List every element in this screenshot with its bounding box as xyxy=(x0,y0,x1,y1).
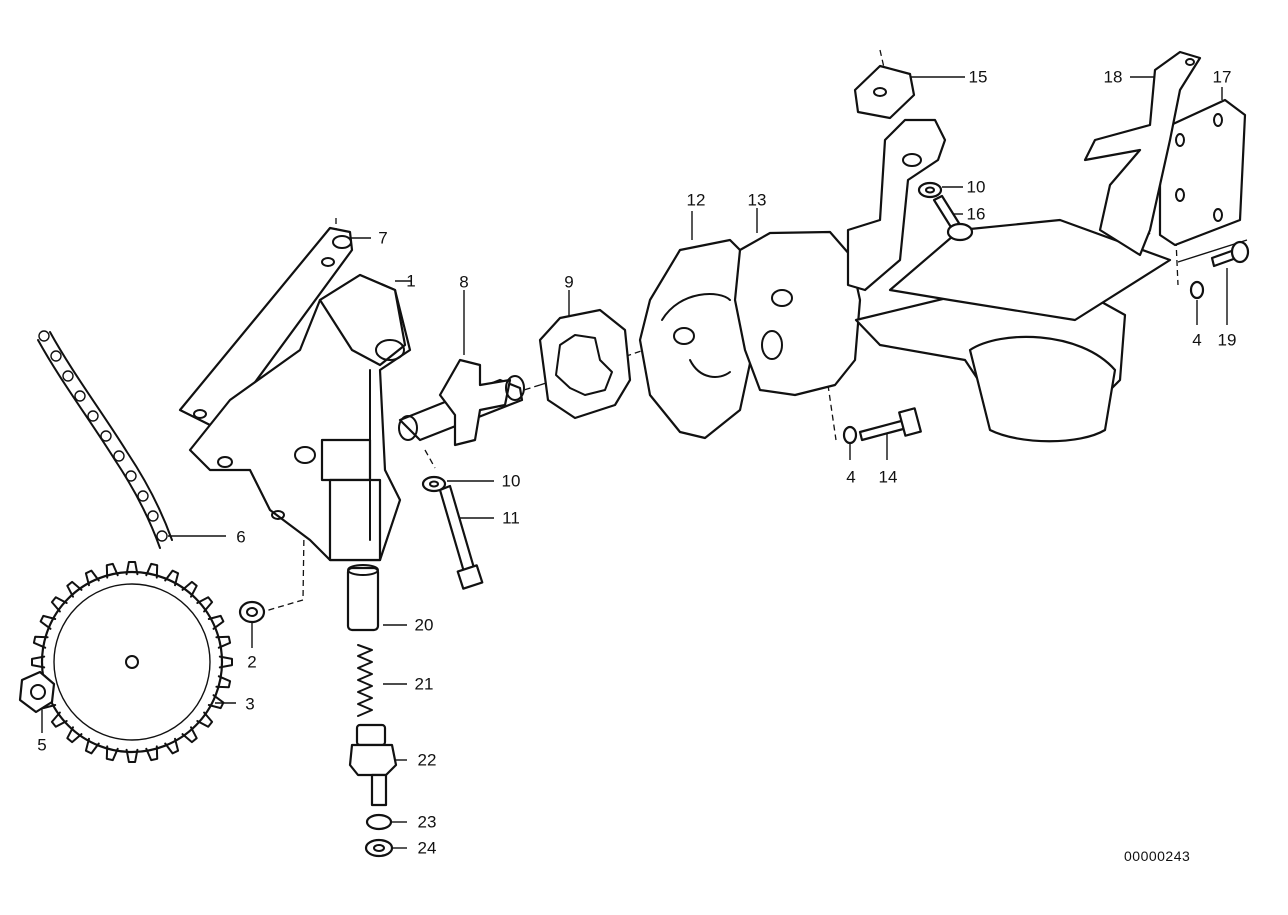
sprocket-tooth xyxy=(145,562,159,579)
callout-10-upper: 10 xyxy=(966,177,986,197)
callout-8: 8 xyxy=(459,272,469,292)
relief-valve-piston xyxy=(346,564,380,632)
callout-14: 14 xyxy=(878,467,898,487)
bolt-11 xyxy=(438,484,484,590)
sprocket-tooth xyxy=(105,562,119,579)
callout-7: 7 xyxy=(378,228,388,248)
flange xyxy=(853,64,916,120)
sprocket-tooth xyxy=(32,635,49,649)
sprocket-tooth xyxy=(196,711,214,728)
callout-4-right: 4 xyxy=(1192,330,1202,350)
sprocket xyxy=(31,561,233,763)
sprocket-tooth xyxy=(181,726,198,744)
callout-3: 3 xyxy=(245,694,255,714)
outer-rotor xyxy=(538,308,632,420)
bolt-16 xyxy=(932,194,974,242)
bolt-19 xyxy=(1210,240,1250,268)
inner-rotor-shaft xyxy=(398,358,525,447)
sprocket-tooth xyxy=(164,737,180,755)
sprocket-tooth xyxy=(84,569,100,587)
callout-5: 5 xyxy=(37,735,47,755)
callout-22: 22 xyxy=(417,750,437,770)
washer xyxy=(238,600,266,624)
washer-10-lower xyxy=(421,475,447,493)
bracket-17 xyxy=(1158,98,1247,247)
callout-12: 12 xyxy=(686,190,706,210)
diagram-reference-number: 00000243 xyxy=(1124,848,1191,864)
callout-1: 1 xyxy=(406,271,416,291)
bracket-18 xyxy=(1083,50,1202,257)
sprocket-tooth xyxy=(125,748,139,763)
nut xyxy=(18,670,56,714)
callout-19: 19 xyxy=(1217,330,1237,350)
callout-13: 13 xyxy=(747,190,767,210)
callout-11: 11 xyxy=(502,508,520,528)
sprocket-tooth xyxy=(207,614,225,630)
bolt-14 xyxy=(858,407,922,442)
sprocket-tooth xyxy=(164,569,180,587)
callout-16: 16 xyxy=(966,204,986,224)
callout-23: 23 xyxy=(417,812,437,832)
callout-9: 9 xyxy=(564,272,574,292)
oil-pickup-strainer xyxy=(846,118,1172,443)
pump-cover xyxy=(733,230,862,397)
callout-21: 21 xyxy=(414,674,434,694)
washer-4-right xyxy=(1189,280,1205,300)
timing-chain xyxy=(37,330,173,549)
callout-4-left: 4 xyxy=(846,467,856,487)
sprocket-tooth xyxy=(215,635,232,649)
callout-20: 20 xyxy=(414,615,434,635)
sprocket-tooth xyxy=(105,745,119,762)
sprocket-tooth xyxy=(84,737,100,755)
sprocket-tooth xyxy=(181,580,198,598)
callout-6: 6 xyxy=(236,527,246,547)
callout-2: 2 xyxy=(247,652,257,672)
sprocket-tooth xyxy=(196,596,214,613)
callout-24: 24 xyxy=(417,838,437,858)
sprocket-tooth xyxy=(50,596,68,613)
sealing-ring-24 xyxy=(364,838,394,858)
callout-18: 18 xyxy=(1103,67,1123,87)
sealing-ring-23 xyxy=(365,813,393,831)
callout-17: 17 xyxy=(1212,67,1232,87)
sprocket-tooth xyxy=(125,561,139,576)
callout-15: 15 xyxy=(968,67,988,87)
sprocket-tooth xyxy=(31,655,46,669)
relief-valve-plug xyxy=(348,723,398,807)
sprocket-tooth xyxy=(218,655,233,669)
sprocket-tooth xyxy=(207,694,225,710)
sprocket-tooth xyxy=(39,614,57,630)
sprocket-tooth xyxy=(66,580,83,598)
gasket xyxy=(638,238,757,440)
sprocket-tooth xyxy=(145,745,159,762)
pump-housing xyxy=(178,226,412,562)
washer-10-upper xyxy=(917,181,943,199)
callout-10-lower: 10 xyxy=(501,471,521,491)
sprocket-tooth xyxy=(50,711,68,728)
washer-4-left xyxy=(842,425,858,445)
sprocket-tooth xyxy=(215,675,232,689)
sprocket-tooth xyxy=(66,726,83,744)
relief-valve-spring xyxy=(357,644,373,717)
